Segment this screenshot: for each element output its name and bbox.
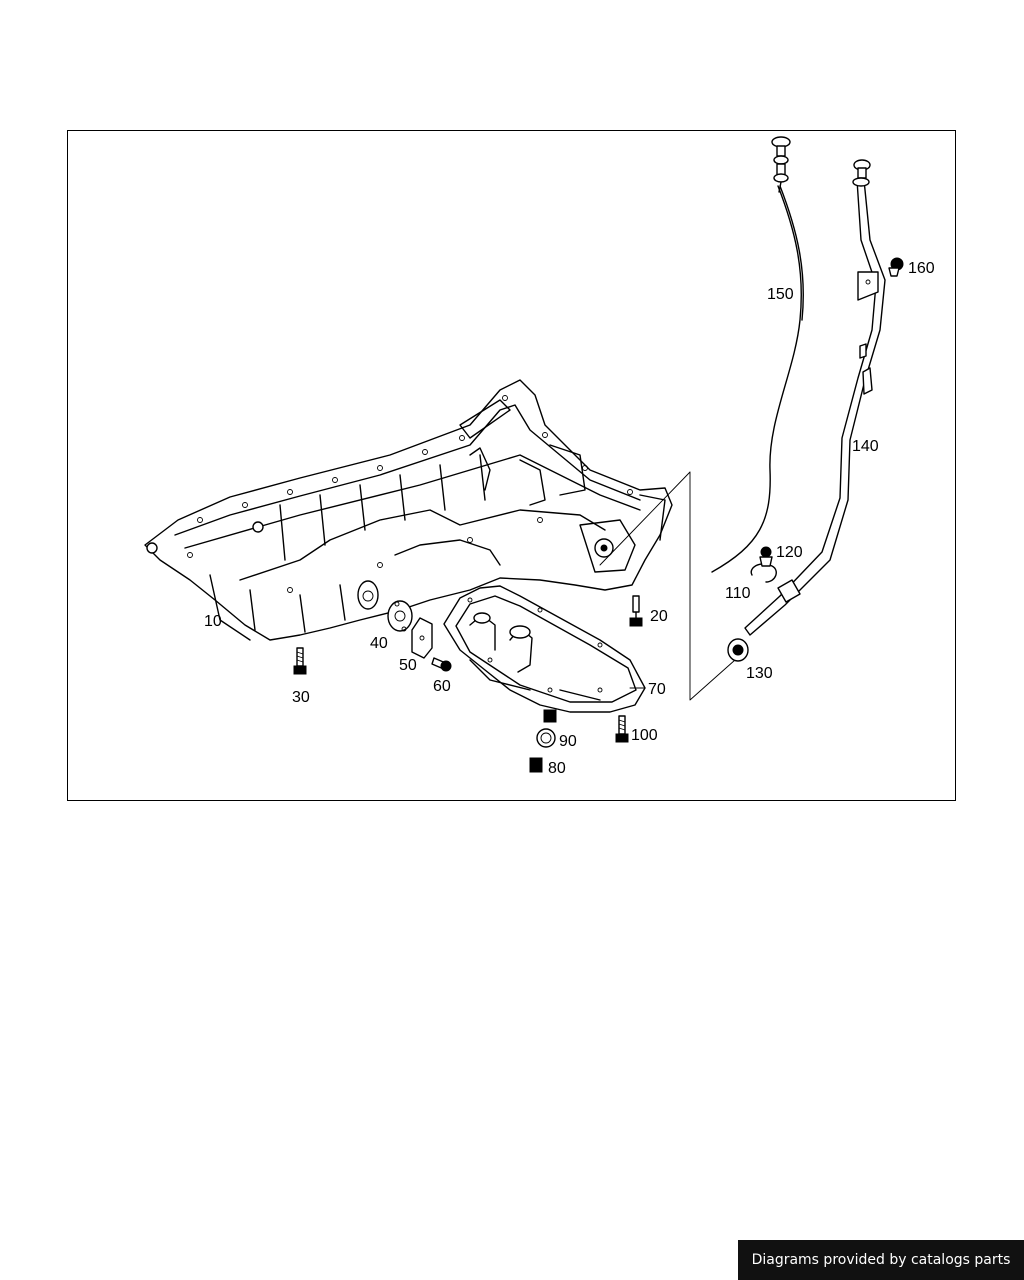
guide-tube-140 [744, 159, 886, 636]
callout-40: 40 [370, 635, 388, 652]
cover-plate-50 [411, 617, 433, 659]
callout-60: 60 [433, 678, 451, 695]
sealing-ring-90 [536, 728, 556, 748]
callout-130: 130 [746, 665, 773, 682]
credit-badge: Diagrams provided by catalogs parts [738, 1240, 1024, 1280]
bolt-60 [431, 657, 452, 672]
dipstick-150 [711, 136, 804, 573]
callout-20: 20 [650, 608, 668, 625]
callout-80: 80 [548, 760, 566, 777]
drain-plug-80 [529, 757, 543, 773]
callout-120: 120 [776, 544, 803, 561]
bolt-20 [629, 595, 643, 627]
clip-110 [750, 563, 777, 583]
bolt-160 [888, 257, 904, 277]
flange-bolt-holes [187, 395, 633, 593]
pan-drain-boss [543, 709, 557, 723]
callout-70: 70 [648, 681, 666, 698]
callout-140: 140 [852, 438, 879, 455]
bolt-30 [293, 647, 307, 675]
callout-100: 100 [631, 727, 658, 744]
callout-10: 10 [204, 613, 222, 630]
gasket-40 [387, 600, 413, 632]
lower-oil-pan [443, 585, 646, 713]
circle-seal-near-40 [357, 580, 379, 610]
upper-oil-pan [144, 379, 673, 641]
callout-150: 150 [767, 286, 794, 303]
bolt-100 [615, 715, 629, 743]
callout-110: 110 [725, 585, 751, 602]
reference-line [599, 471, 736, 701]
callout-90: 90 [559, 733, 577, 750]
callout-160: 160 [908, 260, 935, 277]
callout-30: 30 [292, 689, 310, 706]
bolt-120 [759, 546, 773, 567]
seal-130 [727, 638, 749, 662]
callout-50: 50 [399, 657, 417, 674]
